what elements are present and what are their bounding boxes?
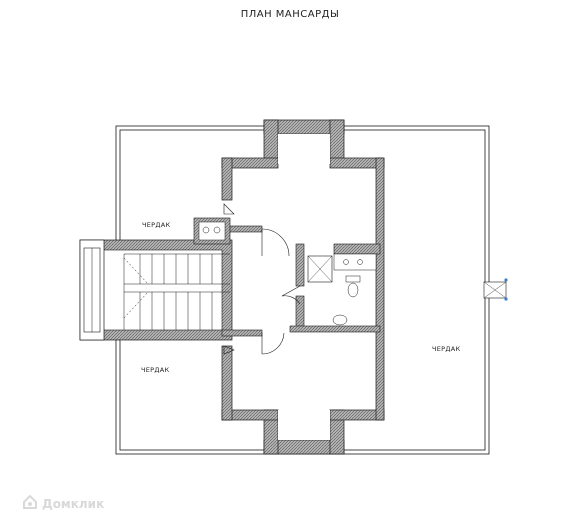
room-label-attic-lower-left: ЧЕРДАК [141,366,170,374]
staircase-block [79,239,233,341]
domclick-house-icon [22,494,38,513]
fireplace [193,217,231,245]
plan-title: ПЛАН МАНСАРДЫ [240,9,340,20]
room-label-attic-upper-left: ЧЕРДАК [142,221,171,229]
bathroom [307,243,381,326]
doors [223,203,301,355]
chimney [483,278,508,301]
attic-cross-walls [221,119,385,455]
watermark-text: Домклик [42,496,105,511]
room-label-attic-right: ЧЕРДАК [432,345,461,353]
watermark: Домклик [22,494,104,513]
